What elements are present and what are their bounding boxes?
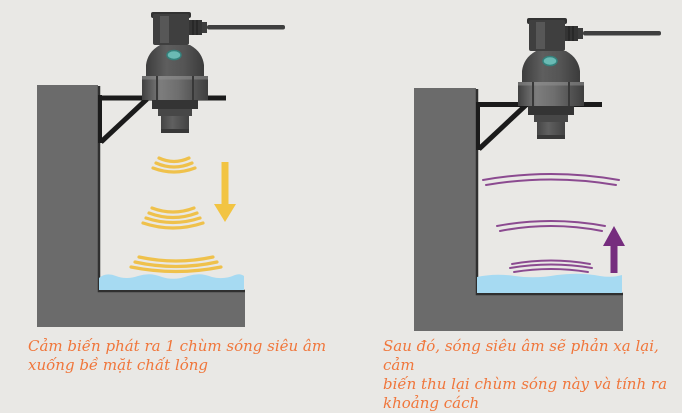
caption-reflect: Sau đó, sóng siêu âm sẽ phản xạ lại, cảm… [383,337,682,413]
up-arrow-icon [603,226,625,273]
wave-arcs-reflect [482,173,620,273]
caption-line: Sau đó, sóng siêu âm sẽ phản xạ lại, cảm [383,337,659,374]
caption-line: xuống bề mặt chất lỏng [28,356,209,374]
caption-line: biến thu lại chùm sóng này và tính ra [383,375,668,393]
tank-wall [414,88,623,331]
wave-arcs-emit [129,156,223,274]
tank-wall [37,85,245,327]
panel-emit [37,11,286,327]
liquid [99,274,244,290]
down-arrow-icon [214,162,236,222]
tank-edge-line [97,86,245,293]
diagram-canvas [37,11,662,331]
ultrasonic-sensor [517,17,662,140]
panel-reflect [414,17,662,331]
liquid [477,273,622,293]
tank-edge-line [475,89,623,296]
caption-line: Cảm biến phát ra 1 chùm sóng siêu âm [28,337,327,355]
ultrasonic-sensor [141,11,286,134]
caption-line: khoảng cách [383,394,480,412]
caption-emit: Cảm biến phát ra 1 chùm sóng siêu âm xuố… [28,337,348,375]
figure-ultrasonic-sensor-principle: Cảm biến phát ra 1 chùm sóng siêu âm xuố… [28,11,668,412]
